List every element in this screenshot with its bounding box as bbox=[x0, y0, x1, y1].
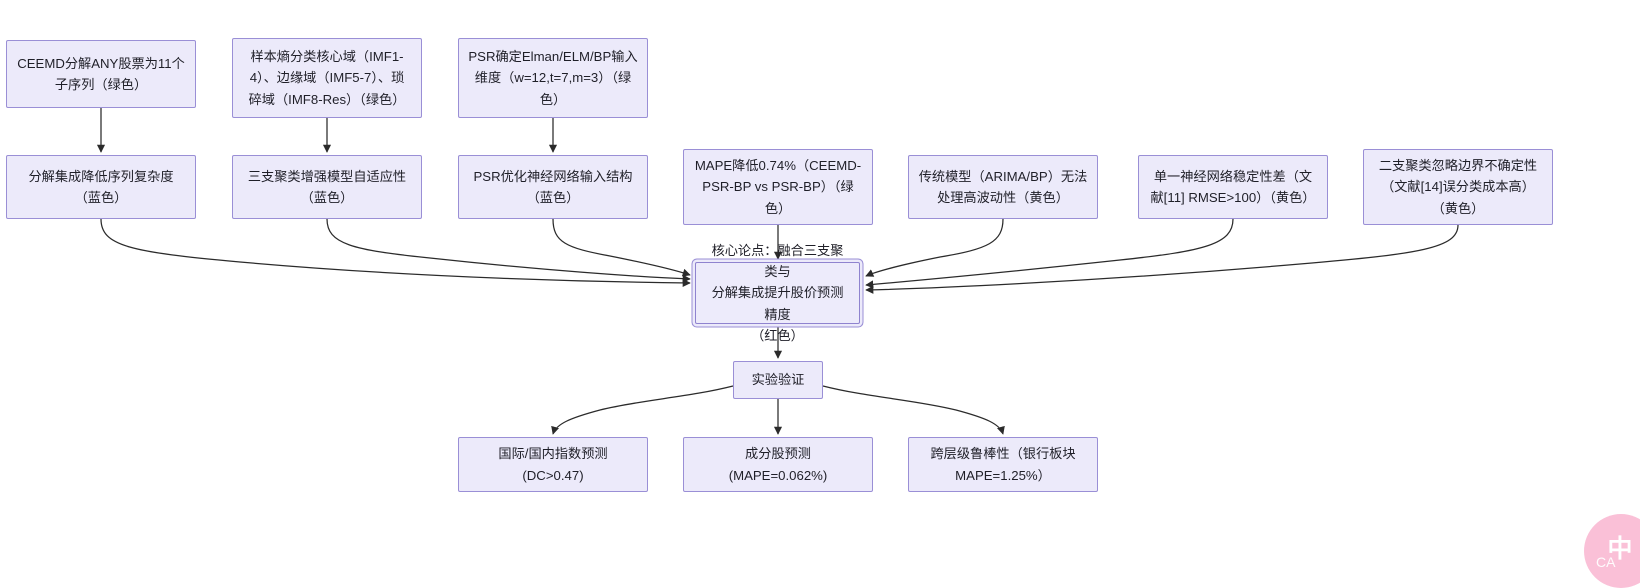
node-decomposition-reduces-complexity[interactable]: 分解集成降低序列复杂度 （蓝色） bbox=[6, 155, 196, 219]
node-label: MAPE降低0.74%（CEEMD- PSR-BP vs PSR-BP）（绿 色… bbox=[694, 157, 862, 216]
watermark-badge: 中 CA bbox=[1584, 514, 1640, 588]
edge-exp-r1 bbox=[551, 385, 734, 435]
node-label: 三支聚类增强模型自适应性 （蓝色） bbox=[247, 168, 407, 205]
node-ceemd-decompose[interactable]: CEEMD分解ANY股票为11个 子序列（绿色） bbox=[6, 40, 196, 108]
node-label: 单一神经网络稳定性差（文 献[11] RMSE>100）（黄色） bbox=[1150, 168, 1316, 205]
node-label: 跨层级鲁棒性（银行板块 MAPE=1.25%） bbox=[930, 446, 1076, 483]
node-label: 传统模型（ARIMA/BP）无法 处理高波动性（黄色） bbox=[918, 168, 1088, 205]
diagram-canvas: CEEMD分解ANY股票为11个 子序列（绿色） 样本熵分类核心域（IMF1- … bbox=[6, 38, 1640, 588]
watermark-sub-text: CA bbox=[1596, 554, 1616, 570]
node-psr-input-dimension[interactable]: PSR确定Elman/ELM/BP输入 维度（w=12,t=7,m=3）（绿 色… bbox=[458, 38, 648, 118]
edge-n6-core bbox=[552, 218, 691, 277]
watermark-main-text: 中 bbox=[1607, 534, 1633, 563]
node-label: 实验验证 bbox=[751, 372, 805, 388]
node-label: 样本熵分类核心域（IMF1- 4）、边缘域（IMF5-7）、琐 碎域（IMF8-… bbox=[248, 48, 406, 107]
node-label: 成分股预测 (MAPE=0.062%) bbox=[728, 446, 828, 483]
edge-n4-core bbox=[100, 218, 691, 287]
node-single-network-instability[interactable]: 单一神经网络稳定性差（文 献[11] RMSE>100）（黄色） bbox=[1138, 155, 1328, 219]
edge-n9-core bbox=[865, 218, 1234, 289]
node-label: 二支聚类忽略边界不确定性 （文献[14]误分类成本高） （黄色） bbox=[1378, 157, 1538, 216]
node-experiment-validation[interactable]: 实验验证 bbox=[733, 361, 823, 399]
node-sample-entropy-classify[interactable]: 样本熵分类核心域（IMF1- 4）、边缘域（IMF5-7）、琐 碎域（IMF8-… bbox=[232, 38, 422, 118]
node-psr-optimizes-network-input[interactable]: PSR优化神经网络输入结构 （蓝色） bbox=[458, 155, 648, 219]
node-traditional-model-limitation[interactable]: 传统模型（ARIMA/BP）无法 处理高波动性（黄色） bbox=[908, 155, 1098, 219]
edge-n8-core bbox=[865, 218, 1004, 277]
node-three-way-clustering-adaptivity[interactable]: 三支聚类增强模型自适应性 （蓝色） bbox=[232, 155, 422, 219]
node-label: PSR确定Elman/ELM/BP输入 维度（w=12,t=7,m=3）（绿 色… bbox=[468, 48, 638, 107]
node-label: 国际/国内指数预测 (DC>0.47) bbox=[498, 446, 608, 483]
node-label: 核心论点：融合三支聚类与 分解集成提升股价预测精度 （红色） bbox=[711, 242, 844, 344]
node-cross-level-robustness-result[interactable]: 跨层级鲁棒性（银行板块 MAPE=1.25%） bbox=[908, 437, 1098, 492]
node-two-way-clustering-boundary[interactable]: 二支聚类忽略边界不确定性 （文献[14]误分类成本高） （黄色） bbox=[1363, 149, 1553, 225]
node-label: PSR优化神经网络输入结构 （蓝色） bbox=[473, 168, 633, 205]
node-mape-reduction[interactable]: MAPE降低0.74%（CEEMD- PSR-BP vs PSR-BP）（绿 色… bbox=[683, 149, 873, 225]
node-label: CEEMD分解ANY股票为11个 子序列（绿色） bbox=[17, 55, 185, 92]
edge-n5-core bbox=[326, 218, 691, 283]
node-label: 分解集成降低序列复杂度 （蓝色） bbox=[28, 168, 174, 205]
node-core-claim[interactable]: 核心论点：融合三支聚类与 分解集成提升股价预测精度 （红色） bbox=[695, 243, 860, 343]
node-constituent-stock-result[interactable]: 成分股预测 (MAPE=0.062%) bbox=[683, 437, 873, 492]
edge-exp-r3 bbox=[822, 385, 1005, 435]
node-index-prediction-result[interactable]: 国际/国内指数预测 (DC>0.47) bbox=[458, 437, 648, 492]
edge-n10-core bbox=[865, 224, 1459, 294]
